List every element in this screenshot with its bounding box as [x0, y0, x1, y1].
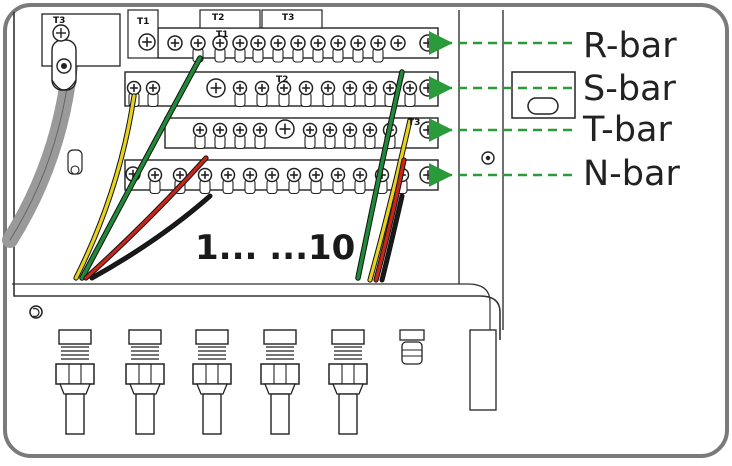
bar-arrows	[428, 31, 572, 187]
cable-gland-icon	[260, 329, 300, 435]
screw-terminal-icon	[197, 167, 213, 195]
label-t-bar: T-bar	[583, 110, 672, 150]
ground-screw-top	[52, 24, 70, 42]
wire	[380, 194, 404, 282]
side-rail	[469, 329, 497, 411]
cable-gland-icon	[192, 329, 232, 435]
screw-terminal-icon	[254, 80, 270, 108]
wire	[356, 70, 404, 280]
tag-t3-row: T3	[408, 118, 421, 128]
outer-frame	[3, 3, 729, 458]
small-gland-icon	[399, 329, 425, 365]
busbar-n-frame	[124, 159, 439, 191]
cable-gland-icon	[125, 329, 165, 435]
tag-t3-lug: T3	[53, 16, 66, 26]
screw-terminal-icon	[232, 122, 248, 150]
screw-terminal-icon	[350, 35, 366, 63]
enclosure-bottom	[12, 283, 491, 330]
screw-terminal-icon	[220, 167, 236, 195]
screw-terminal-icon	[206, 78, 226, 98]
label-s-bar: S-bar	[583, 69, 676, 109]
screw-terminal-icon	[302, 122, 318, 150]
screw-terminal-icon	[342, 122, 358, 150]
screw-terminal-icon	[242, 167, 258, 195]
wire	[84, 156, 208, 280]
screw-terminal-icon	[362, 122, 378, 150]
tag-t1-row: T1	[216, 30, 229, 40]
screw-terminal-icon	[275, 119, 295, 139]
screw-terminal-icon	[212, 35, 228, 63]
screw-terminal-icon	[362, 80, 378, 108]
screw-terminal-icon	[286, 167, 302, 195]
wire	[374, 158, 406, 282]
wire	[368, 118, 412, 282]
screw-terminal-icon	[419, 121, 437, 139]
cable-gland-icon	[55, 329, 95, 435]
screw-terminal-icon	[232, 35, 248, 63]
screw-terminal-icon	[370, 35, 386, 63]
screw-terminal-icon	[419, 166, 437, 184]
tag-t2-row: T2	[276, 75, 289, 85]
screw-terminal-icon	[330, 167, 346, 195]
enclosure-outline	[13, 12, 501, 340]
label-n-bar: N-bar	[583, 154, 680, 194]
screw-terminal-icon	[419, 79, 437, 97]
wire	[80, 56, 202, 280]
wire	[74, 94, 136, 280]
cable-gland-icon	[328, 329, 368, 435]
screw-terminal-icon	[308, 167, 324, 195]
ground-lug-icon	[51, 39, 77, 91]
screw-terminal-icon	[419, 34, 437, 52]
tag-t3-top: T3	[282, 13, 295, 23]
screw-terminal-icon	[145, 80, 161, 108]
screw-terminal-icon	[252, 122, 268, 150]
screw-terminal-icon	[298, 80, 314, 108]
screw-terminal-icon	[167, 35, 183, 51]
ground-cable	[2, 57, 78, 248]
screw-terminal-icon	[352, 167, 368, 195]
screw-terminal-icon	[192, 122, 208, 150]
screw-terminal-icon	[264, 167, 280, 195]
screw-terminal-icon	[310, 35, 326, 63]
screw-terminal-icon	[402, 80, 418, 108]
screw-terminal-icon	[270, 35, 286, 63]
screw-terminal-icon	[320, 80, 336, 108]
screw-terminal-icon	[390, 35, 406, 51]
screw-hole-right	[481, 151, 495, 165]
screw-terminal-icon	[138, 33, 156, 51]
screw-terminal-icon	[147, 167, 163, 195]
cable-glands	[55, 329, 425, 435]
screw-terminal-icon	[232, 80, 248, 108]
wire	[90, 194, 212, 280]
label-count-range: 1... ...10	[195, 228, 356, 268]
small-lug-left	[67, 149, 83, 175]
screw-hole-left	[29, 305, 43, 319]
tag-t2-top: T2	[212, 13, 225, 23]
screw-terminal-icon	[290, 35, 306, 63]
screw-terminal-icon	[322, 122, 338, 150]
terminal-header-box	[127, 9, 159, 59]
label-r-bar: R-bar	[583, 26, 677, 66]
wires	[73, 55, 413, 283]
screw-terminal-icon	[342, 80, 358, 108]
screw-terminal-icon	[212, 122, 228, 150]
tag-t1-top: T1	[137, 17, 150, 27]
screw-terminal-icon	[250, 35, 266, 63]
screw-terminal-icon	[276, 80, 292, 108]
screw-terminal-icon	[330, 35, 346, 63]
